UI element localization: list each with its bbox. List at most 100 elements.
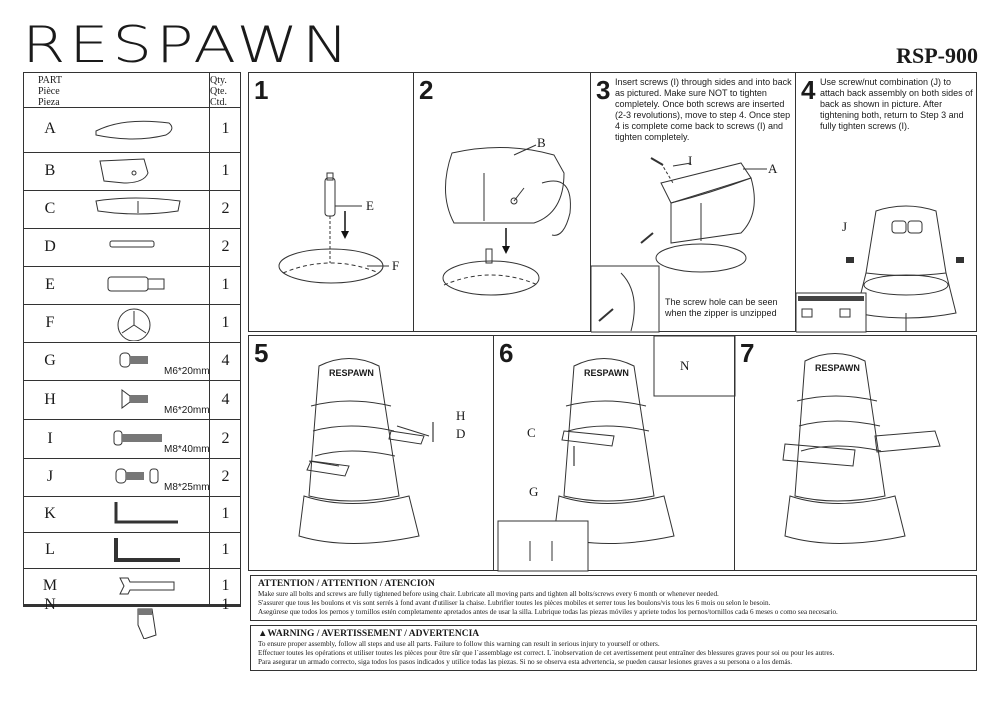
part-qty: 1 [221, 596, 230, 613]
attention-line-en: Make sure all bolts and screws are fully… [258, 590, 719, 598]
seat-logo: RESPAWN [584, 368, 629, 378]
gas-lift-base-drawing [278, 172, 389, 284]
part-letter: L [45, 541, 55, 558]
warning-line-es: Para asegurar un armado correcto, siga t… [258, 658, 793, 666]
header-qty-en: Qty. [210, 75, 227, 86]
step-3-caption: The screw hole can be seen when the zipp… [665, 297, 778, 318]
label-h: H [456, 408, 466, 423]
label-f: F [392, 258, 400, 273]
part-qty: 2 [221, 468, 230, 485]
label-i: I [688, 153, 693, 168]
part-letter: E [45, 276, 55, 293]
part-dimension: M8*40mm [164, 444, 210, 455]
warning-triangle-icon: ▲ [258, 629, 268, 639]
part-qty: 4 [221, 352, 230, 369]
step-7-panel: 7 RESPAWN [734, 335, 977, 571]
qty-column-divider [209, 73, 210, 606]
step-5-panel: 5 RESPAWN H D [248, 335, 494, 571]
warning-notice: ▲WARNING / AVERTISSEMENT / ADVERTENCIA T… [250, 625, 977, 671]
parts-row: H M6*20mm 4 [24, 381, 240, 420]
part-qty: 4 [221, 391, 230, 408]
part-letter: D [44, 238, 56, 255]
label-d: D [456, 426, 466, 441]
step-1-number: 1 [254, 75, 269, 105]
seat-logo: RESPAWN [815, 363, 860, 373]
header-qty-es: Ctd. [210, 97, 227, 108]
part-qty: 2 [221, 238, 230, 255]
part-letter: N [44, 596, 56, 613]
label-g: G [529, 484, 539, 499]
label-j: J [842, 219, 848, 234]
part-qty: 1 [221, 120, 230, 137]
label-b: B [537, 135, 546, 150]
step-2-panel: 2 B [413, 72, 591, 332]
wrench-icon [119, 577, 175, 595]
attention-line-fr: S'assurer que tous les boulons et vis so… [258, 599, 771, 607]
part-qty: 1 [221, 276, 230, 293]
part-letter: A [44, 120, 56, 137]
chair-armrest-drawing [497, 336, 736, 572]
attention-title: ATTENTION / ATTENTION / ATENCION [258, 579, 435, 589]
warning-title: WARNING / AVERTISSEMENT / ADVERTENCIA [267, 629, 480, 639]
part-qty: 2 [221, 430, 230, 447]
part-dimension: M6*20mm [164, 405, 210, 416]
header-qty-fr: Qte. [210, 86, 227, 97]
step-2-number: 2 [419, 75, 434, 105]
backrest-icon [99, 158, 149, 184]
header-part-en: PART [38, 75, 63, 86]
label-e: E [366, 198, 374, 213]
parts-table-header: PART Pièce Pieza Qty. Qte. Ctd. [24, 73, 240, 108]
zipper-tool-icon [137, 608, 157, 639]
armrest-icon [95, 197, 181, 215]
part-letter: K [44, 505, 56, 522]
part-qty: 1 [221, 505, 230, 522]
step-6-panel: 6 RESPAWN C G N [493, 335, 736, 572]
allen-key-large-icon [114, 538, 180, 562]
warning-line-en: To ensure proper assembly, follow all st… [258, 640, 660, 648]
part-qty: 1 [221, 541, 230, 558]
warning-line-fr: Effectuer toutes les opérations et utili… [258, 649, 835, 657]
part-dimension: M8*25mm [164, 482, 210, 493]
header-part-es: Pieza [38, 97, 60, 108]
step-1-panel: 1 E F [248, 72, 414, 332]
part-qty: 1 [221, 314, 230, 331]
label-c: C [527, 425, 536, 440]
step-3-instructions: Insert screws (I) through sides and into… [615, 77, 792, 142]
flat-screw-icon [121, 389, 148, 409]
chair-bracket-drawing [298, 358, 434, 544]
attention-line-es: Asegúrese que todos los pernos y tornill… [258, 608, 838, 616]
back-bolts-drawing [796, 205, 964, 333]
step-7-number: 7 [740, 338, 755, 368]
header-part-fr: Pièce [38, 86, 60, 97]
part-letter: B [44, 162, 56, 179]
part-letter: I [47, 430, 53, 447]
long-screw-icon [113, 430, 162, 446]
step-4-instructions: Use screw/nut combination (J) to attach … [820, 77, 973, 131]
gas-lift-icon [107, 276, 165, 292]
screw-nut-icon [115, 468, 159, 484]
step-4-panel: 4 Use screw/nut combination (J) to attac… [795, 72, 977, 333]
part-letter: M [42, 577, 58, 594]
bracket-icon [109, 240, 155, 248]
seat-on-base-drawing [442, 144, 571, 296]
base-icon [117, 308, 151, 341]
parts-row: I M8*40mm 2 [24, 420, 240, 459]
part-letter: H [44, 391, 56, 408]
part-qty: 1 [221, 162, 230, 179]
brand-logo: RESPAWN [22, 16, 353, 74]
seat-icon [95, 120, 173, 140]
part-letter: G [44, 352, 56, 369]
part-qty: 1 [221, 577, 230, 594]
step-6-number: 6 [499, 338, 514, 368]
model-number: RSP-900 [896, 43, 978, 68]
